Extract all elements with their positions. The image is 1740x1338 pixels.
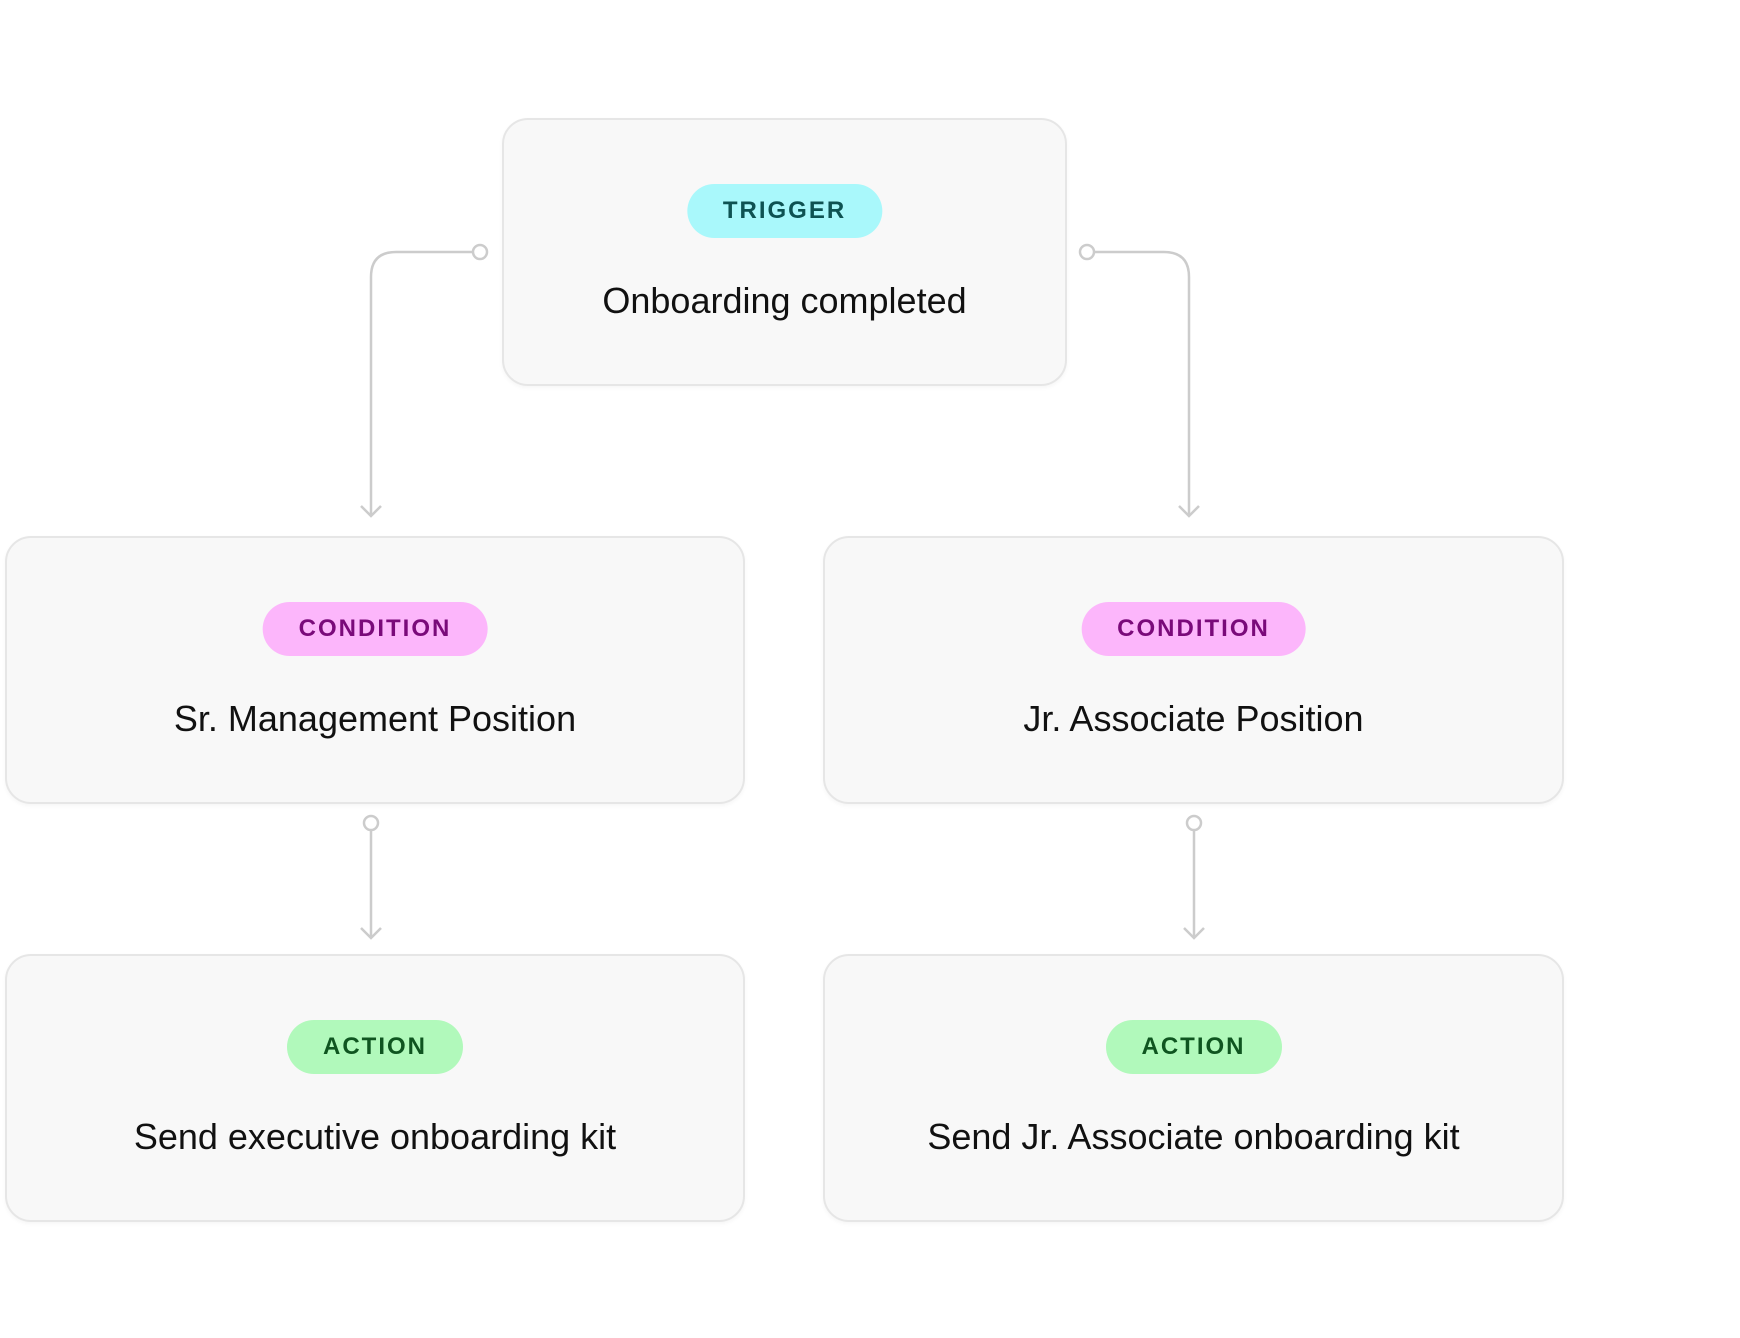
connector-dot (1185, 814, 1203, 832)
connector-trigger-to-condition-left (369, 250, 479, 516)
condition-badge: CONDITION (262, 602, 488, 656)
action-node-left[interactable]: ACTION Send executive onboarding kit (5, 954, 745, 1222)
connector-dot (362, 814, 380, 832)
condition-badge: CONDITION (1081, 602, 1306, 656)
trigger-node[interactable]: TRIGGER Onboarding completed (502, 118, 1067, 386)
action-label: Send Jr. Associate onboarding kit (927, 1116, 1460, 1157)
condition-node-right[interactable]: CONDITION Jr. Associate Position (823, 536, 1564, 804)
connector-trigger-to-condition-right (1088, 250, 1191, 516)
condition-label: Sr. Management Position (173, 698, 577, 739)
arrowhead (360, 927, 382, 940)
connector-dot (471, 243, 489, 261)
arrowhead (1178, 505, 1200, 518)
condition-label: Jr. Associate Position (1023, 698, 1364, 739)
arrowhead (1183, 927, 1205, 940)
action-badge: ACTION (1105, 1020, 1282, 1074)
trigger-badge: TRIGGER (686, 184, 883, 238)
condition-node-left[interactable]: CONDITION Sr. Management Position (5, 536, 745, 804)
action-node-right[interactable]: ACTION Send Jr. Associate onboarding kit (823, 954, 1564, 1222)
arrowhead (360, 505, 382, 518)
action-label: Send executive onboarding kit (133, 1116, 617, 1157)
connector-dot (1078, 243, 1096, 261)
trigger-label: Onboarding completed (602, 280, 967, 321)
action-badge: ACTION (287, 1020, 463, 1074)
